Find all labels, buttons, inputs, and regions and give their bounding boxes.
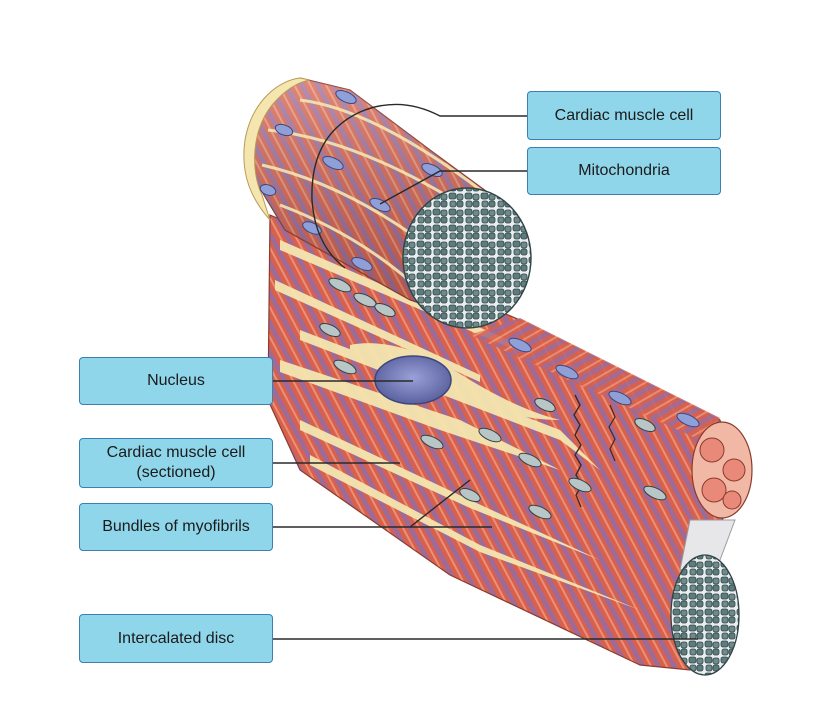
cylinder-cross-section bbox=[403, 188, 531, 328]
label-intercalated-disc: Intercalated disc bbox=[79, 614, 273, 663]
label-cardiac-muscle-cell-sectioned: Cardiac muscle cell (sectioned) bbox=[79, 438, 273, 488]
nucleus-shape bbox=[375, 356, 451, 404]
lower-cross-section bbox=[671, 555, 739, 675]
label-nucleus: Nucleus bbox=[79, 357, 273, 405]
right-cross-section bbox=[692, 422, 752, 518]
label-bundles-of-myofibrils: Bundles of myofibrils bbox=[79, 503, 273, 551]
label-mitochondria: Mitochondria bbox=[527, 147, 721, 195]
label-cardiac-muscle-cell: Cardiac muscle cell bbox=[527, 91, 721, 140]
